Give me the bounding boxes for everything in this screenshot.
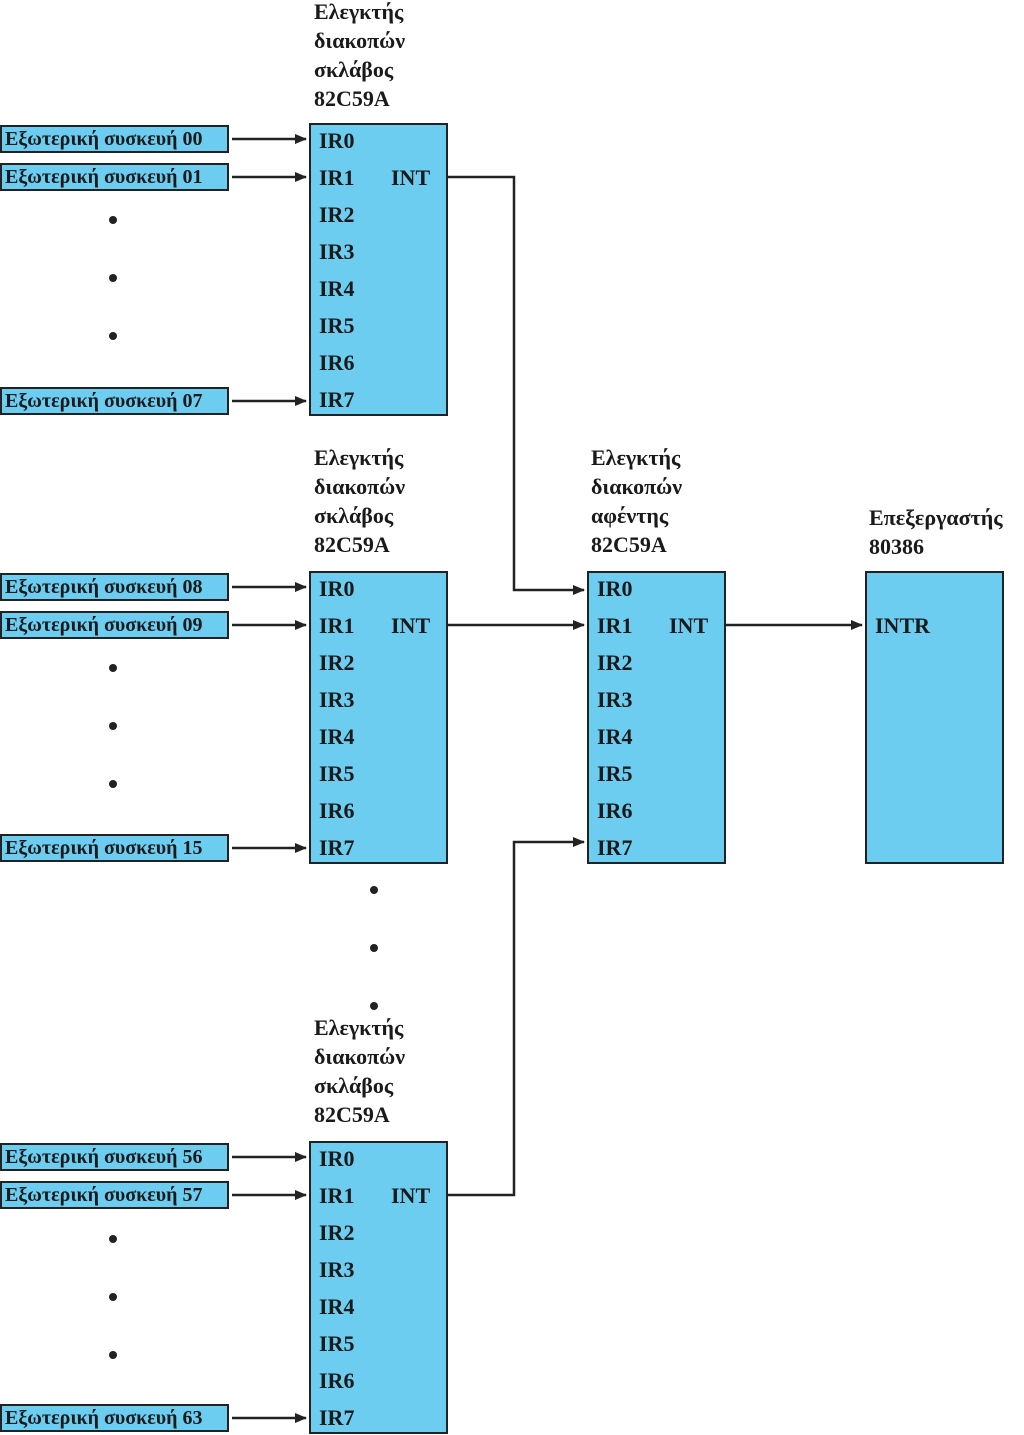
int-output-label: INT (391, 1183, 431, 1208)
ir-pin-label: IR4 (319, 1294, 355, 1319)
ir-pin-label: IR6 (319, 798, 355, 823)
ir-pin-label: IR0 (319, 1146, 355, 1171)
ir-pin-label: IR1 (319, 165, 355, 190)
ir-pin-label: IR7 (319, 387, 355, 412)
ir-pin-label: IR7 (319, 835, 355, 860)
int-output-label: INT (391, 613, 431, 638)
int-output-label: INT (669, 613, 709, 638)
ir-pin-label: IR4 (319, 724, 355, 749)
ir-pin-label: IR7 (597, 835, 633, 860)
ir-pin-label: IR2 (319, 650, 355, 675)
ir-pin-label: IR1 (597, 613, 633, 638)
ir-pin-label: IR3 (319, 687, 355, 712)
external-device-box: Εξωτερική συσκευή 63 (0, 1404, 229, 1432)
ir-pin-label: IR4 (319, 276, 355, 301)
ir-pin-label: IR2 (319, 202, 355, 227)
ellipsis-dot (370, 1002, 378, 1010)
external-device-box: Εξωτερική συσκευή 00 (0, 125, 229, 153)
intr-input-label: INTR (875, 613, 931, 638)
ir-pin-label: IR6 (319, 1368, 355, 1393)
ellipsis-dot (109, 274, 117, 282)
ir-pin-label: IR4 (597, 724, 633, 749)
ellipsis-dot (109, 780, 117, 788)
processor-box: INTR (865, 571, 1004, 864)
ir-pin-label: IR3 (597, 687, 633, 712)
ir-pin-label: IR3 (319, 239, 355, 264)
int-output-label: INT (391, 165, 431, 190)
ir-pin-label: IR0 (319, 128, 355, 153)
external-device-box: Εξωτερική συσκευή 57 (0, 1181, 229, 1209)
external-device-box: Εξωτερική συσκευή 09 (0, 611, 229, 639)
ir-pin-label: IR5 (319, 761, 355, 786)
ir-pin-label: IR6 (597, 798, 633, 823)
ellipsis-dot (109, 1351, 117, 1359)
ir-pin-label: IR5 (319, 313, 355, 338)
ir-pin-label: IR5 (597, 761, 633, 786)
slave-controller-chip: IR0 IR1 IR2 IR3 IR4 IR5 IR6 IR7 INT (309, 1141, 448, 1434)
ellipsis-dot (370, 944, 378, 952)
ir-pin-label: IR3 (319, 1257, 355, 1282)
slave-controller-chip: IR0 IR1 IR2 IR3 IR4 IR5 IR6 IR7 INT (309, 123, 448, 416)
ir-pin-label: IR6 (319, 350, 355, 375)
master-controller-chip: IR0 IR1 IR2 IR3 IR4 IR5 IR6 IR7 INT (587, 571, 726, 864)
ellipsis-dot (370, 886, 378, 894)
external-device-box: Εξωτερική συσκευή 56 (0, 1143, 229, 1171)
ellipsis-dot (109, 1293, 117, 1301)
external-device-box: Εξωτερική συσκευή 08 (0, 573, 229, 601)
ellipsis-dot (109, 216, 117, 224)
ir-pin-label: IR7 (319, 1405, 355, 1430)
ir-pin-label: IR1 (319, 613, 355, 638)
ellipsis-dot (109, 1235, 117, 1243)
ellipsis-dot (109, 664, 117, 672)
external-device-box: Εξωτερική συσκευή 01 (0, 163, 229, 191)
ellipsis-dot (109, 332, 117, 340)
ir-pin-label: IR0 (319, 576, 355, 601)
ir-pin-label: IR0 (597, 576, 633, 601)
slave-controller-chip: IR0 IR1 IR2 IR3 IR4 IR5 IR6 IR7 INT (309, 571, 448, 864)
external-device-box: Εξωτερική συσκευή 07 (0, 387, 229, 415)
ir-pin-label: IR2 (597, 650, 633, 675)
ir-pin-label: IR5 (319, 1331, 355, 1356)
external-device-box: Εξωτερική συσκευή 15 (0, 834, 229, 862)
ir-pin-label: IR1 (319, 1183, 355, 1208)
ellipsis-dot (109, 722, 117, 730)
ir-pin-label: IR2 (319, 1220, 355, 1245)
